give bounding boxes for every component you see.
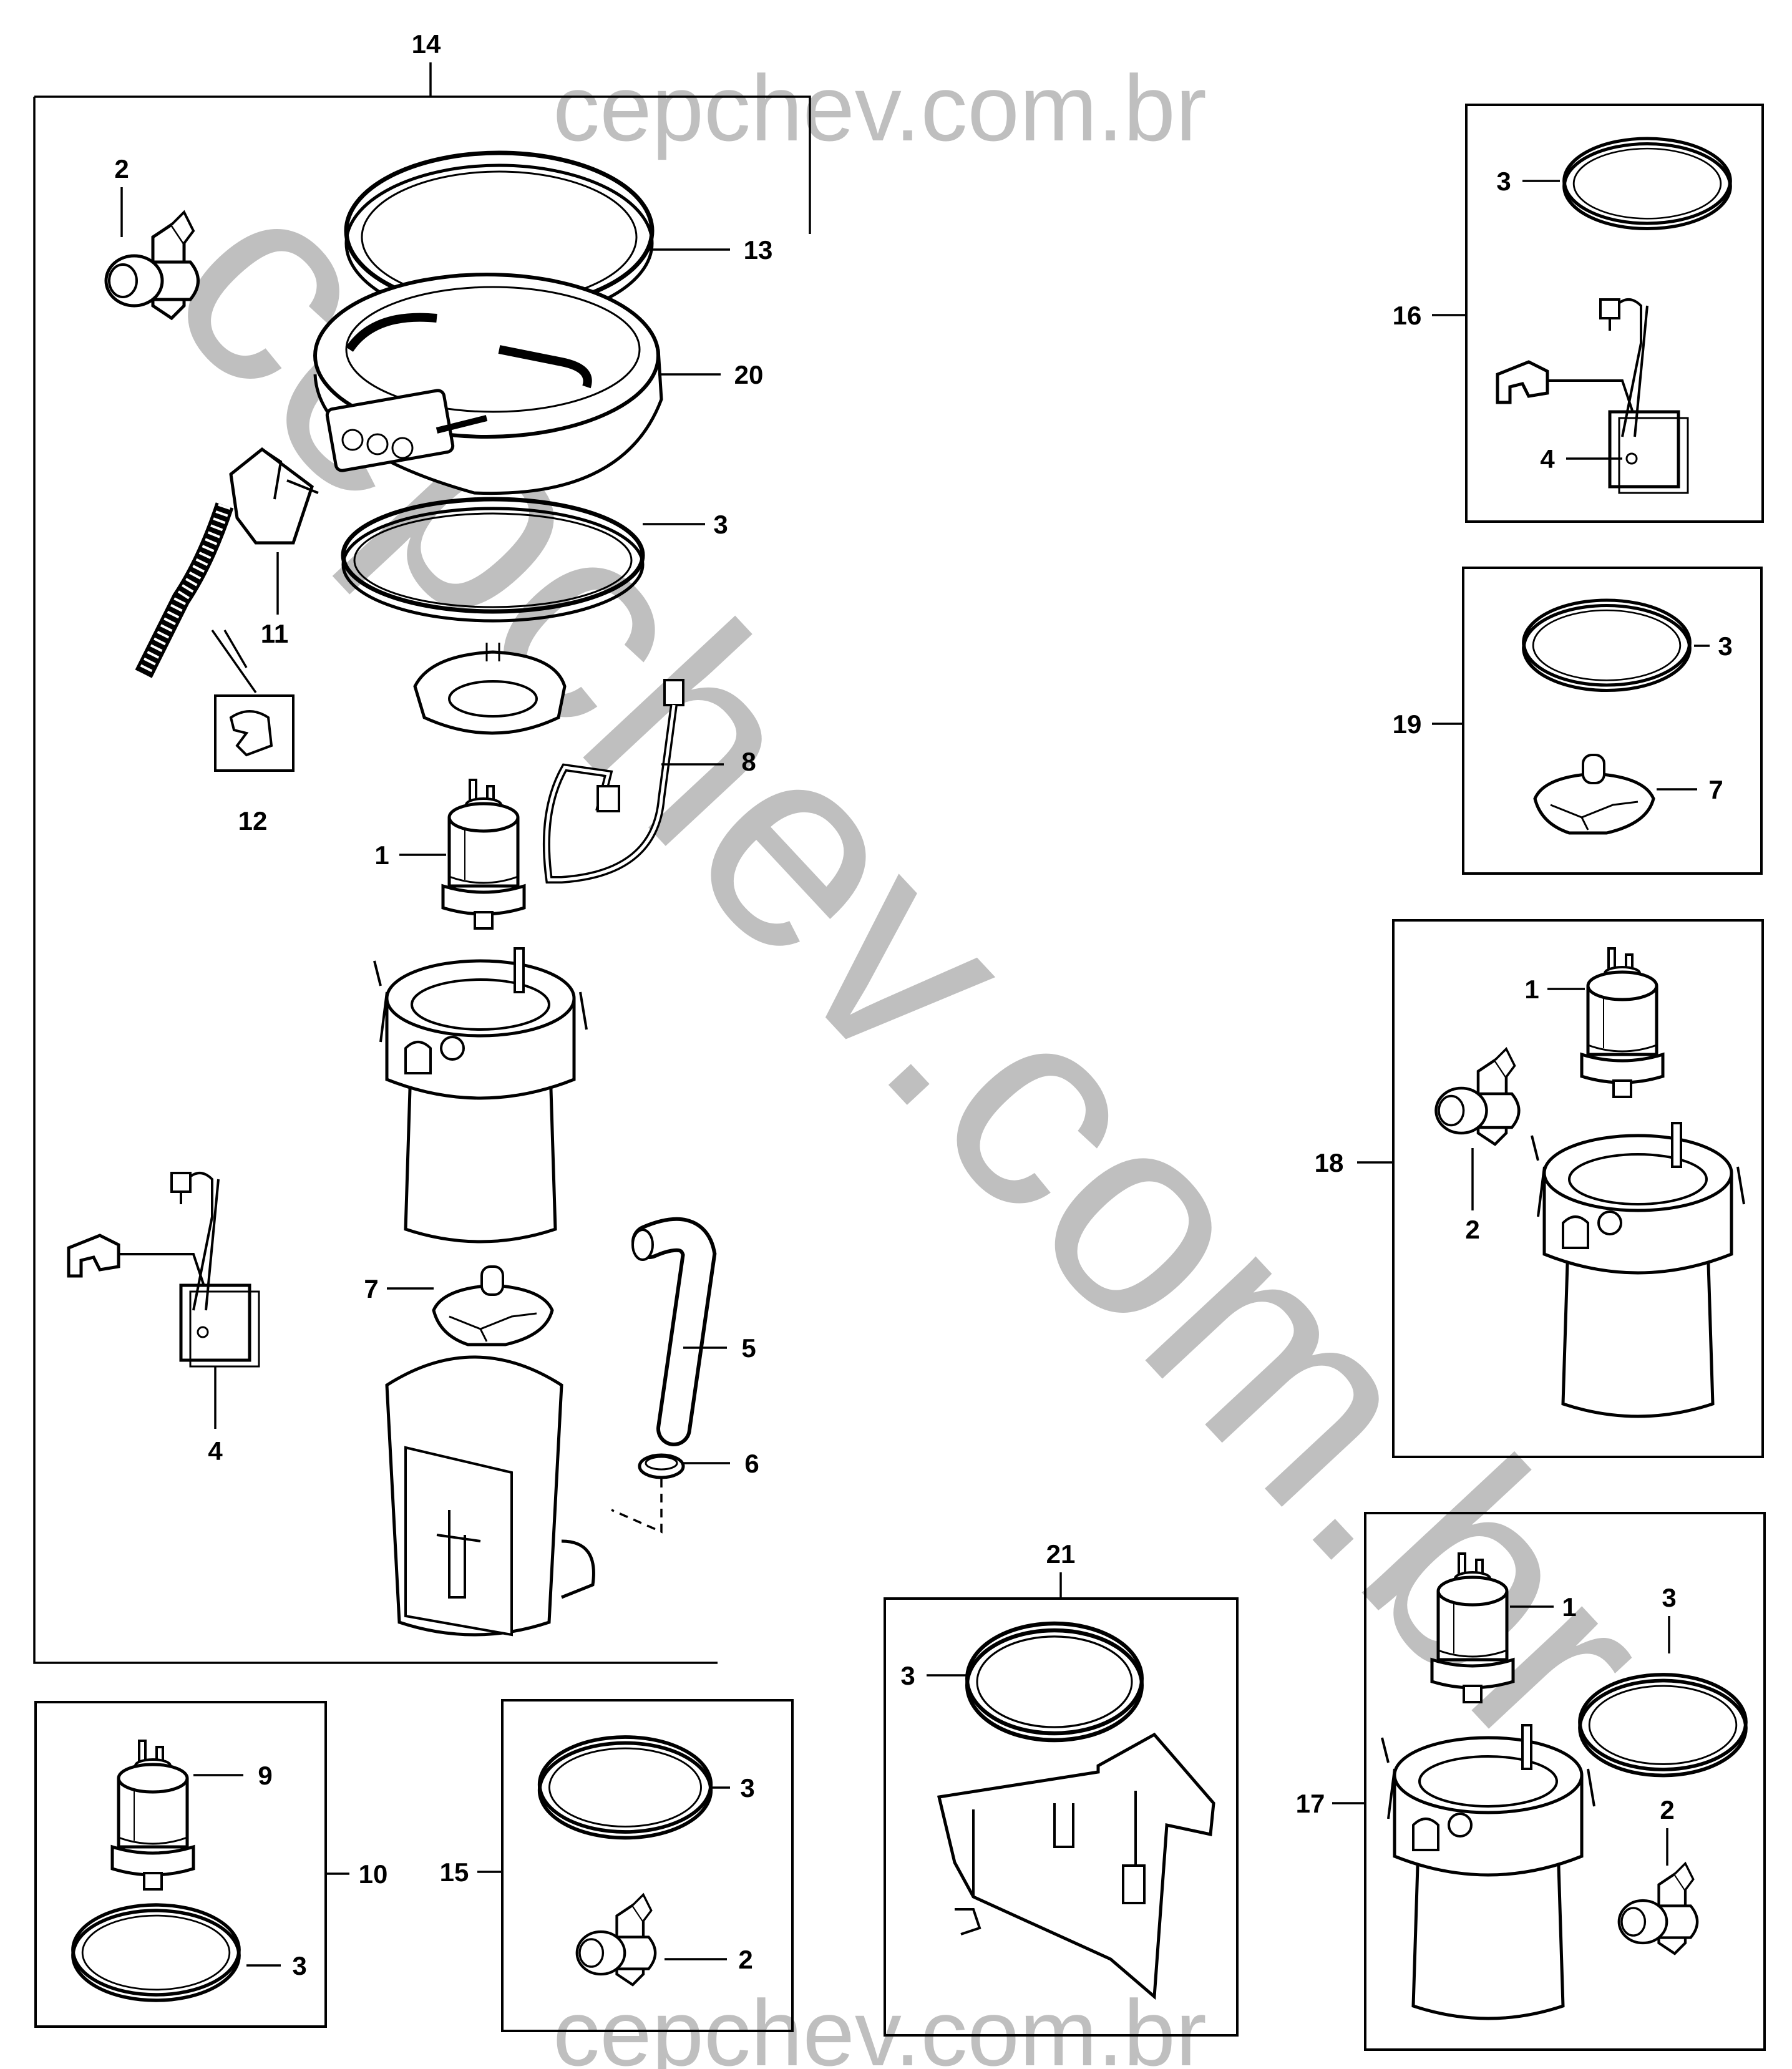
label-3: 3 (713, 510, 728, 539)
label-9: 9 (258, 1761, 272, 1790)
kit-21: 21 3 (884, 1539, 1239, 2037)
label-5: 5 (741, 1333, 756, 1363)
pump-wiring-icon (542, 679, 684, 884)
reservoir-icon (1382, 1725, 1594, 2018)
flange-icon (313, 273, 663, 495)
seal-ring-icon (73, 1905, 239, 2000)
kit-17: 1 3 2 17 (1296, 1512, 1766, 2051)
main-assembly: 14 2 13 20 (33, 29, 811, 1664)
seal-ring-icon (967, 1624, 1142, 1740)
kit-10: 9 3 10 (34, 1701, 388, 2028)
label-3-kit19: 3 (1718, 631, 1732, 661)
label-21: 21 (1046, 1539, 1076, 1569)
seal-ring-icon (1524, 600, 1690, 691)
label-3-kit16: 3 (1496, 167, 1511, 196)
label-15: 15 (440, 1857, 469, 1887)
label-3-kit10: 3 (292, 1951, 306, 1980)
label-7-kit19: 7 (1708, 775, 1723, 804)
fuel-pump-icon (1582, 948, 1663, 1097)
seal-ring-icon (1564, 139, 1730, 229)
label-2-kit17: 2 (1660, 1795, 1674, 1824)
kit-18: 1 2 18 (1315, 919, 1764, 1458)
label-16: 16 (1393, 301, 1422, 330)
label-19: 19 (1393, 709, 1422, 739)
filter-icon (1535, 755, 1653, 833)
check-valve-icon (1619, 1864, 1697, 1954)
label-12: 12 (238, 806, 268, 835)
kit-10-box (34, 1701, 327, 2028)
label-3-kit17: 3 (1662, 1583, 1676, 1612)
label-8: 8 (741, 747, 756, 776)
kit-18-box (1392, 919, 1764, 1458)
kit-17-box (1364, 1512, 1766, 2051)
fuel-pump-icon (443, 780, 524, 928)
label-13: 13 (744, 235, 773, 265)
label-1-kit18: 1 (1524, 975, 1539, 1004)
seal-ring-icon (1580, 1675, 1746, 1776)
kit-15: 3 2 15 (440, 1699, 794, 2032)
sender-unit-icon (1497, 299, 1688, 493)
kit-21-box (884, 1597, 1239, 2037)
sender-unit-icon (69, 1173, 259, 1366)
label-1-kit17: 1 (1562, 1592, 1576, 1622)
label-1: 1 (374, 840, 389, 870)
clip-box (214, 694, 295, 772)
kit-16: 3 4 16 (1393, 104, 1764, 523)
hose-icon (631, 1217, 717, 1446)
label-7: 7 (364, 1274, 378, 1303)
watermark-bottom: cepchev.com.br (553, 1980, 1207, 2069)
label-6: 6 (744, 1449, 759, 1478)
check-valve-icon (1436, 1049, 1519, 1144)
bracket-icon (937, 1732, 1215, 2000)
reservoir-icon (374, 948, 587, 1242)
lock-ring-icon (413, 643, 567, 735)
seal-ring-icon (540, 1737, 711, 1838)
label-3-kit21: 3 (900, 1661, 915, 1690)
filter-icon (434, 1267, 552, 1345)
seal-ring-icon (341, 497, 645, 623)
reservoir-icon (1532, 1123, 1744, 1416)
clamp-icon (638, 1453, 685, 1479)
label-2-kit18: 2 (1465, 1215, 1479, 1244)
label-14: 14 (412, 29, 441, 59)
kit-16-box (1465, 104, 1764, 523)
housing-icon (385, 1355, 595, 1637)
label-4-kit16: 4 (1540, 444, 1555, 474)
kit-19: 3 7 19 (1393, 567, 1763, 875)
watermark-top: cepchev.com.br (553, 56, 1207, 160)
label-18: 18 (1315, 1148, 1344, 1177)
label-4: 4 (208, 1436, 223, 1466)
label-17: 17 (1296, 1789, 1325, 1818)
label-2: 2 (114, 154, 129, 183)
check-valve-icon (106, 212, 198, 318)
harness-icon (135, 447, 319, 678)
label-3-kit15: 3 (740, 1773, 754, 1803)
kit-15-box (501, 1699, 794, 2032)
clip-icon (229, 710, 273, 757)
label-2-kit15: 2 (738, 1945, 752, 1974)
kit-19-box (1462, 567, 1763, 875)
label-10: 10 (359, 1859, 388, 1889)
check-valve-icon (577, 1895, 655, 1985)
fuel-pump-icon (112, 1741, 193, 1889)
label-20: 20 (734, 360, 764, 389)
label-11: 11 (261, 619, 288, 648)
